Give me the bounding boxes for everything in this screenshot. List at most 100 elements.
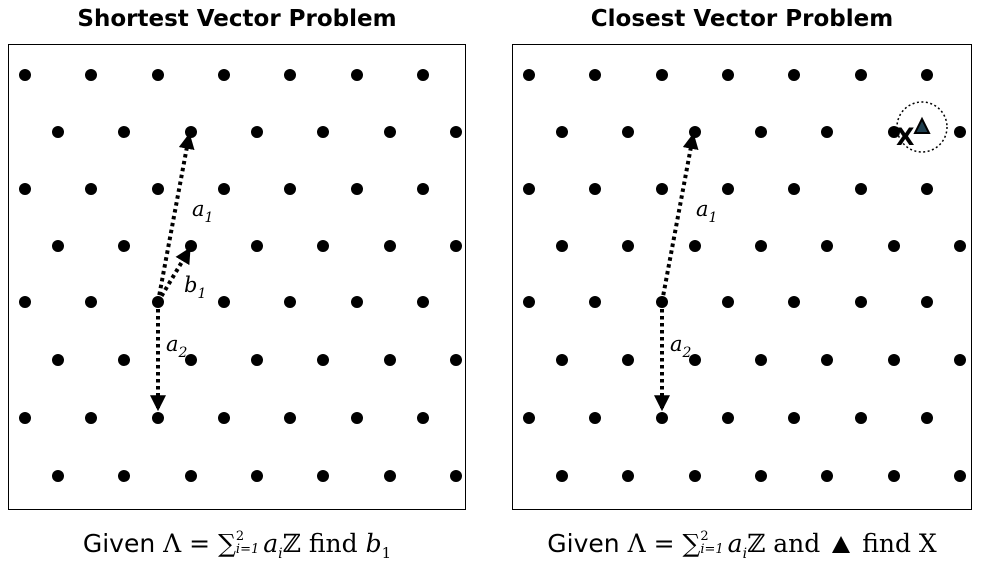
svp-lattice-point — [85, 412, 97, 424]
cvp-lattice-point — [755, 240, 767, 252]
cvp-lattice-point — [622, 470, 634, 482]
cvp-lattice-point — [954, 240, 966, 252]
svp-lattice-point — [85, 69, 97, 81]
cvp-lattice-point — [689, 470, 701, 482]
cvp-label-a2: a2 — [670, 332, 692, 361]
cvp-lattice-dots — [523, 69, 966, 482]
svp-lattice-point — [384, 470, 396, 482]
cvp-lattice-point — [689, 354, 701, 366]
cvp-lattice-point — [689, 240, 701, 252]
cvp-lattice-point — [855, 69, 867, 81]
cvp-lattice-point — [656, 183, 668, 195]
cvp-lattice-point — [921, 412, 933, 424]
svp-lattice-point — [85, 183, 97, 195]
svp-lattice-point — [19, 296, 31, 308]
cvp-lattice-point — [523, 69, 535, 81]
svp-lattice-point — [218, 69, 230, 81]
svp-lattice-point — [85, 296, 97, 308]
cvp-lattice-point — [656, 412, 668, 424]
svp-lattice-point — [118, 240, 130, 252]
svp-lattice-point — [52, 470, 64, 482]
svp-lattice-point — [19, 412, 31, 424]
svp-border — [8, 44, 466, 510]
cvp-lattice-point — [921, 69, 933, 81]
triangle-icon — [832, 536, 851, 553]
cvp-lattice-point — [788, 69, 800, 81]
svp-lattice-point — [284, 412, 296, 424]
cvp-lattice-point — [556, 240, 568, 252]
cvp-lattice-point — [921, 183, 933, 195]
cvp-target-triangle — [913, 116, 931, 134]
svp-lattice-dots — [19, 69, 462, 482]
svp-lattice-point — [417, 183, 429, 195]
cvp-search-circle — [896, 101, 948, 153]
svp-vector-b1 — [156, 247, 191, 304]
svp-lattice-point — [384, 240, 396, 252]
svp-lattice-point — [185, 126, 197, 138]
cvp-lattice-point — [589, 183, 601, 195]
cvp-vector-a1 — [660, 132, 699, 303]
svp-lattice-point — [351, 69, 363, 81]
svp-lattice-point — [218, 183, 230, 195]
cvp-label-a1: a1 — [696, 197, 717, 226]
cvp-lattice-point — [689, 126, 701, 138]
cvp-lattice-point — [821, 470, 833, 482]
cvp-lattice-point — [855, 296, 867, 308]
cvp-lattice-point — [821, 240, 833, 252]
cvp-closest-x: X — [896, 123, 915, 151]
svp-lattice-point — [19, 183, 31, 195]
svp-lattice-point — [351, 183, 363, 195]
cvp-title: Closest Vector Problem — [590, 6, 894, 32]
svp-lattice-point — [251, 240, 263, 252]
cvp-lattice-point — [589, 296, 601, 308]
svp-lattice-point — [417, 412, 429, 424]
cvp-lattice-point — [788, 183, 800, 195]
svp-lattice-point — [450, 354, 462, 366]
cvp-border — [512, 44, 972, 510]
cvp-lattice-point — [622, 354, 634, 366]
cvp-lattice-point — [656, 69, 668, 81]
svp-lattice-point — [317, 354, 329, 366]
svp-lattice-point — [317, 126, 329, 138]
svp-lattice-panel: a1 b1 a2 — [8, 44, 466, 510]
cvp-lattice-point — [788, 296, 800, 308]
svp-lattice-point — [284, 69, 296, 81]
svp-lattice-point — [450, 240, 462, 252]
cvp-lattice-point — [589, 412, 601, 424]
cvp-lattice-point — [523, 183, 535, 195]
svp-lattice-point — [450, 126, 462, 138]
cvp-lattice-point — [755, 470, 767, 482]
svp-lattice-point — [284, 183, 296, 195]
cvp-lattice-point — [954, 126, 966, 138]
cvp-lattice-point — [556, 470, 568, 482]
cvp-lattice-point — [622, 240, 634, 252]
svp-lattice-point — [384, 354, 396, 366]
svp-lattice-point — [384, 126, 396, 138]
cvp-lattice-point — [722, 69, 734, 81]
cvp-lattice-point — [821, 126, 833, 138]
cvp-lattice-point — [954, 470, 966, 482]
svp-lattice-point — [284, 296, 296, 308]
svp-lattice-point — [351, 412, 363, 424]
cvp-lattice-point — [556, 126, 568, 138]
cvp-lattice-point — [788, 412, 800, 424]
cvp-lattice-point — [722, 412, 734, 424]
cvp-lattice-point — [954, 354, 966, 366]
svp-lattice-point — [52, 354, 64, 366]
cvp-lattice-point — [755, 354, 767, 366]
cvp-lattice-point — [589, 69, 601, 81]
cvp-lattice-point — [523, 296, 535, 308]
cvp-lattice-point — [855, 183, 867, 195]
cvp-lattice-point — [523, 412, 535, 424]
svp-lattice-point — [218, 296, 230, 308]
svp-lattice-point — [251, 126, 263, 138]
svp-label-a1: a1 — [192, 197, 213, 226]
cvp-lattice-point — [855, 412, 867, 424]
svp-lattice-point — [152, 183, 164, 195]
svp-lattice-point — [118, 470, 130, 482]
svp-label-b1: b1 — [184, 273, 206, 302]
svp-lattice-point — [317, 240, 329, 252]
cvp-lattice-point — [921, 296, 933, 308]
cvp-lattice-point — [888, 126, 900, 138]
